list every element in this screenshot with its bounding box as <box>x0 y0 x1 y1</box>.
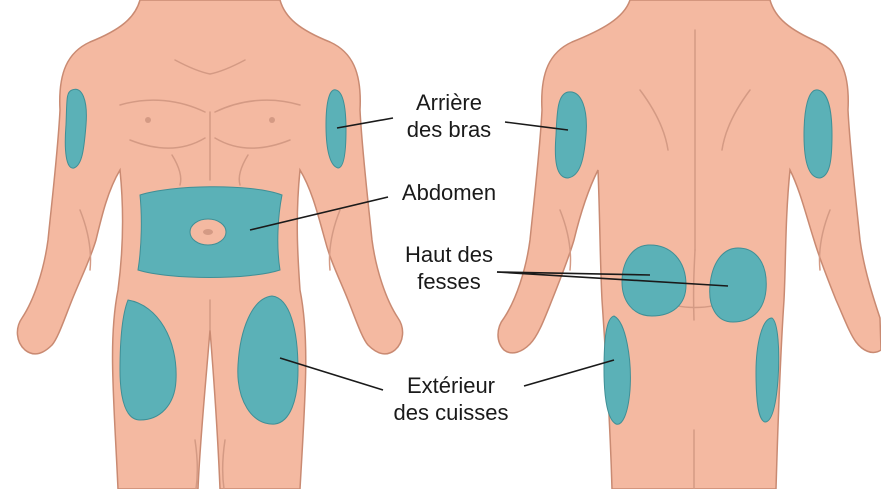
label-abdomen: Abdomen <box>402 180 496 205</box>
label-thighs-line2: des cuisses <box>394 400 509 425</box>
front-right-arm-zone <box>326 90 346 168</box>
navel <box>203 229 213 235</box>
label-arms-line1: Arrière <box>416 90 482 115</box>
front-body-figure <box>17 0 402 489</box>
back-right-arm-zone <box>804 90 832 178</box>
label-buttocks-line1: Haut des <box>405 242 493 267</box>
back-body-figure <box>498 0 881 489</box>
back-body-silhouette <box>498 0 881 489</box>
right-nipple <box>269 117 275 123</box>
label-buttocks-line2: fesses <box>417 269 481 294</box>
labels: Arrière des bras Abdomen Haut des fesses… <box>394 90 509 425</box>
label-thighs-line1: Extérieur <box>407 373 495 398</box>
leader-thighs-back <box>524 360 614 386</box>
label-arms-line2: des bras <box>407 117 491 142</box>
left-nipple <box>145 117 151 123</box>
